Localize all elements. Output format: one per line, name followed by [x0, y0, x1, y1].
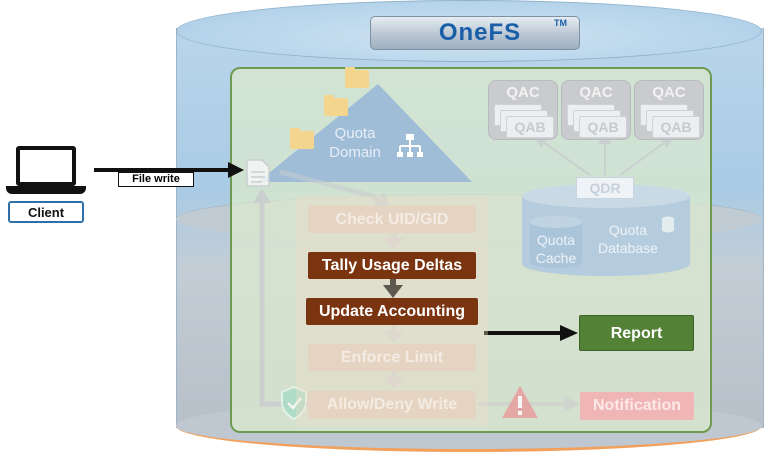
- file-write-label: File write: [118, 172, 194, 187]
- qab-qdr-arrows: [534, 133, 674, 176]
- allow-deny-write-step: Allow/Deny Write: [308, 391, 476, 418]
- quota-database-label: Quota Database: [592, 221, 664, 257]
- enforce-to-allow-arrow: [384, 370, 404, 389]
- client-label: Client: [8, 201, 84, 223]
- qac-label-2: QAC: [579, 84, 613, 101]
- quota-cache-line1: Quota: [536, 232, 576, 248]
- tally-to-update-arrow: [383, 278, 403, 298]
- hierarchy-icon: [397, 134, 423, 157]
- qab-box-1: QAB: [506, 116, 554, 138]
- qac-label-1: QAC: [506, 84, 540, 101]
- laptop-base: [6, 186, 86, 194]
- qab-box-2: QAB: [579, 116, 627, 138]
- check-uid-gid-step: Check UID/GID: [308, 206, 476, 233]
- warning-icon: [502, 386, 538, 418]
- quota-database-line1: Quota: [608, 222, 648, 238]
- quota-domain-triangle: [258, 84, 472, 182]
- onefs-logo-text: OneFS: [438, 19, 522, 46]
- tally-usage-deltas-step: Tally Usage Deltas: [308, 252, 476, 279]
- quota-cache-label: Quota Cache: [530, 231, 582, 267]
- quota-domain-line1: Quota: [334, 125, 376, 142]
- quota-database-cylinder: [522, 184, 690, 276]
- laptop-icon: [16, 146, 76, 186]
- qab-box-3: QAB: [652, 116, 700, 138]
- onefs-logo: [370, 16, 580, 50]
- report-box: Report: [579, 315, 694, 351]
- document-icon: [246, 159, 270, 187]
- qac-label-3: QAC: [652, 84, 686, 101]
- check-to-tally-arrow: [384, 231, 404, 250]
- file-write-arrow: [94, 162, 244, 178]
- folder-icon: [345, 67, 369, 88]
- onefs-logo-trademark: TM: [554, 18, 567, 28]
- qdr-box: QDR: [576, 177, 634, 199]
- quota-domain-line2: Domain: [329, 144, 381, 161]
- folder-icon: [324, 95, 348, 116]
- update-accounting-step: Update Accounting: [306, 298, 478, 325]
- update-to-report-arrow: [484, 325, 578, 341]
- folder-icon: [290, 128, 314, 149]
- quota-database-line2: Database: [598, 240, 658, 256]
- notification-box: Notification: [580, 392, 694, 420]
- quota-domain-label: Quota Domain: [320, 124, 390, 162]
- update-to-enforce-arrow: [384, 324, 404, 343]
- quota-cache-line2: Cache: [535, 250, 577, 266]
- enforce-limit-step: Enforce Limit: [308, 344, 476, 371]
- shield-check-icon: [281, 385, 307, 421]
